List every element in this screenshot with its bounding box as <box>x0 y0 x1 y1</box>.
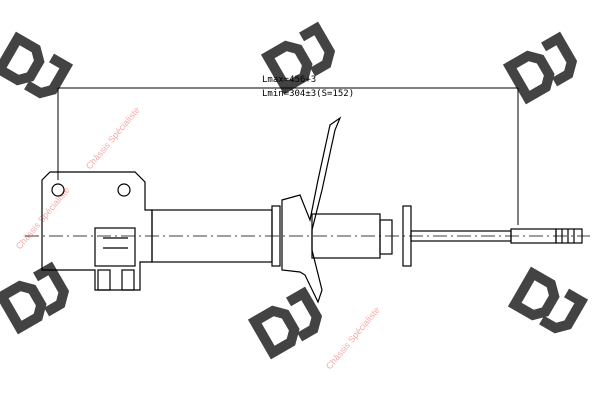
svg-text:Châssis Spécialiste: Châssis Spécialiste <box>324 305 382 371</box>
watermark-text: Châssis Spécialiste Châssis Spécialiste … <box>14 105 382 371</box>
lmin-label: Lmin=304±3(S=152) <box>262 89 354 99</box>
shock-absorber <box>41 116 583 304</box>
svg-text:Châssis Spécialiste: Châssis Spécialiste <box>14 185 72 251</box>
lmax-label: Lmax=456+3 <box>262 75 316 85</box>
dimension-lines <box>57 87 519 225</box>
svg-text:Châssis Spécialiste: Châssis Spécialiste <box>84 105 142 171</box>
spring-seat <box>281 116 342 304</box>
rod-thread <box>555 228 583 244</box>
dj-logo-watermark <box>0 21 589 360</box>
